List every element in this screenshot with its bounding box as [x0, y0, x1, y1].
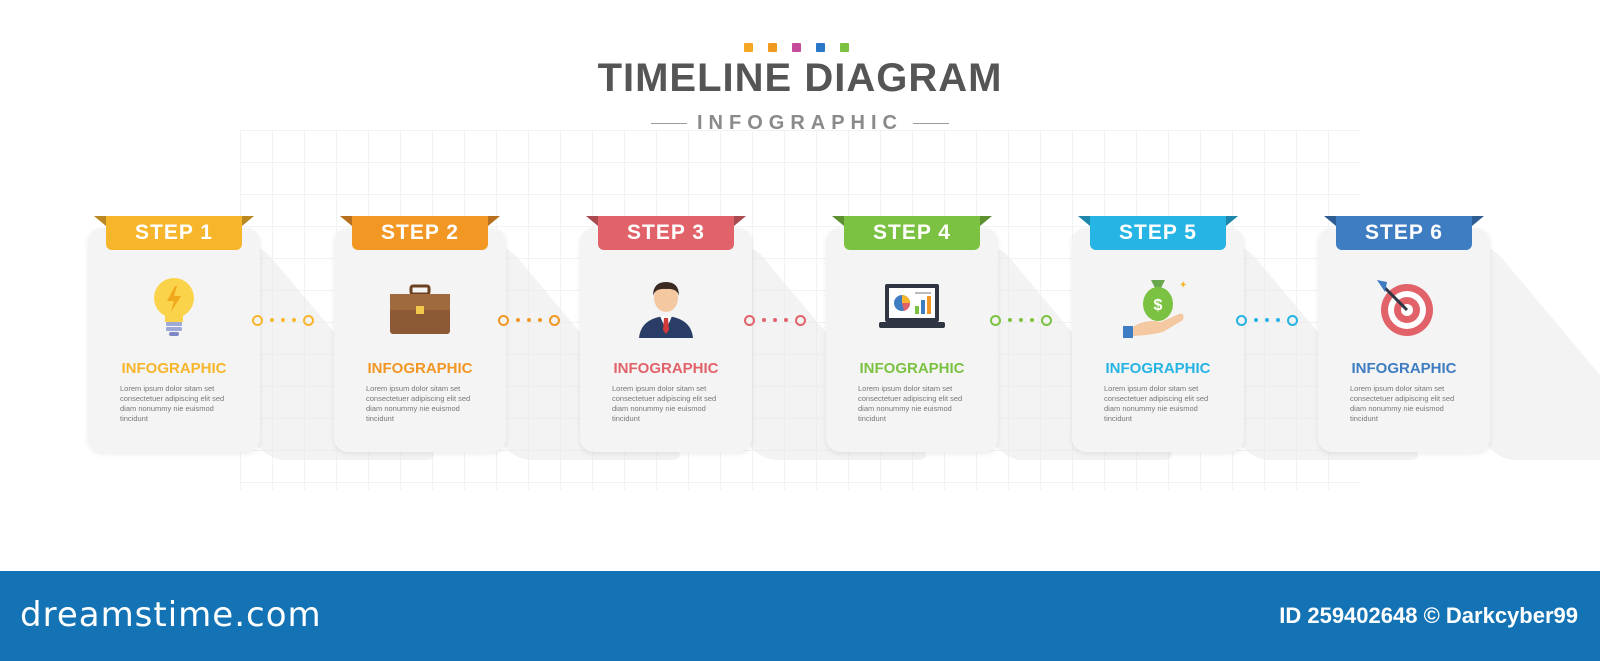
subtitle-rule: [651, 123, 687, 125]
subtitle-text: INFOGRAPHIC: [697, 112, 903, 134]
subtitle-rule: [913, 123, 949, 125]
connector-ring: [303, 314, 314, 326]
footer-bar: dreamstime.com ID 259402648 © Darkcyber9…: [0, 571, 1600, 661]
brand-logo: dreamstime.com: [20, 595, 322, 635]
connector-ring: [498, 314, 509, 326]
connector-dot: [784, 318, 788, 322]
connector-4-5: [990, 312, 1052, 328]
connector-dot: [516, 318, 520, 322]
step-body-3: Lorem ipsum dolor sitam set consectetuer…: [612, 384, 717, 423]
lightbulb-icon: [139, 274, 209, 340]
step-card-3: [580, 228, 752, 452]
connector-dot: [1276, 318, 1280, 322]
connector-dot: [292, 318, 296, 322]
connector-dot: [1008, 318, 1012, 322]
header: TIMELINE DIAGRAM INFOGRAPHIC: [0, 0, 1600, 140]
step-tab-4: STEP 4: [844, 216, 980, 250]
connector-dot: [1019, 318, 1023, 322]
connector-dot: [762, 318, 766, 322]
connector-dot: [527, 318, 531, 322]
connector-ring: [252, 314, 263, 326]
step-body-2: Lorem ipsum dolor sitam set consectetuer…: [366, 384, 471, 423]
accent-dots: [744, 43, 849, 52]
connector-dot: [538, 318, 542, 322]
briefcase-icon: [385, 274, 455, 340]
accent-dot: [792, 43, 801, 52]
page-subtitle: INFOGRAPHIC: [0, 112, 1600, 135]
step-body-6: Lorem ipsum dolor sitam set consectetuer…: [1350, 384, 1455, 423]
accent-dot: [816, 43, 825, 52]
connector-ring: [1236, 314, 1247, 326]
step-body-4: Lorem ipsum dolor sitam set consectetuer…: [858, 384, 963, 423]
connector-ring: [795, 314, 806, 326]
connector-3-4: [744, 312, 806, 328]
step-tab-2: STEP 2: [352, 216, 488, 250]
step-tab-1: STEP 1: [106, 216, 242, 250]
connector-ring: [744, 314, 755, 326]
step-tab-3: STEP 3: [598, 216, 734, 250]
step-tab-5: STEP 5: [1090, 216, 1226, 250]
connector-dot: [270, 318, 274, 322]
svg-text:✦: ✦: [1179, 280, 1187, 291]
step-card-5: [1072, 228, 1244, 452]
connector-5-6: [1236, 312, 1298, 328]
step-body-5: Lorem ipsum dolor sitam set consectetuer…: [1104, 384, 1209, 423]
connector-dot: [1265, 318, 1269, 322]
connector-dot: [1030, 318, 1034, 322]
laptop-chart-icon: [877, 274, 947, 340]
image-id-credit: ID 259402648 © Darkcyber99: [1279, 603, 1578, 628]
connector-1-2: [252, 312, 314, 328]
connector-dot: [1254, 318, 1258, 322]
connector-ring: [990, 314, 1001, 326]
accent-dot: [768, 43, 777, 52]
connector-2-3: [498, 312, 560, 328]
step-body-1: Lorem ipsum dolor sitam set consectetuer…: [120, 384, 225, 423]
connector-ring: [549, 314, 560, 326]
businessman-icon: [631, 274, 701, 340]
svg-text:$: $: [1154, 297, 1163, 314]
step-heading-3: INFOGRAPHIC: [613, 360, 719, 377]
step-heading-2: INFOGRAPHIC: [367, 360, 473, 377]
step-tab-6: STEP 6: [1336, 216, 1472, 250]
connector-ring: [1041, 314, 1052, 326]
step-heading-5: INFOGRAPHIC: [1105, 360, 1211, 377]
connector-dot: [281, 318, 285, 322]
page-title: TIMELINE DIAGRAM: [597, 56, 1003, 100]
money-bag-hand-icon: $ ✦: [1123, 274, 1193, 340]
step-card-4: [826, 228, 998, 452]
accent-dot: [840, 43, 849, 52]
step-card-1: [88, 228, 260, 452]
accent-dot: [744, 43, 753, 52]
connector-ring: [1287, 314, 1298, 326]
connector-dot: [773, 318, 777, 322]
step-heading-1: INFOGRAPHIC: [121, 360, 227, 377]
step-heading-6: INFOGRAPHIC: [1351, 360, 1457, 377]
step-heading-4: INFOGRAPHIC: [859, 360, 965, 377]
step-card-2: [334, 228, 506, 452]
step-card-6: [1318, 228, 1490, 452]
target-icon: [1369, 274, 1439, 340]
